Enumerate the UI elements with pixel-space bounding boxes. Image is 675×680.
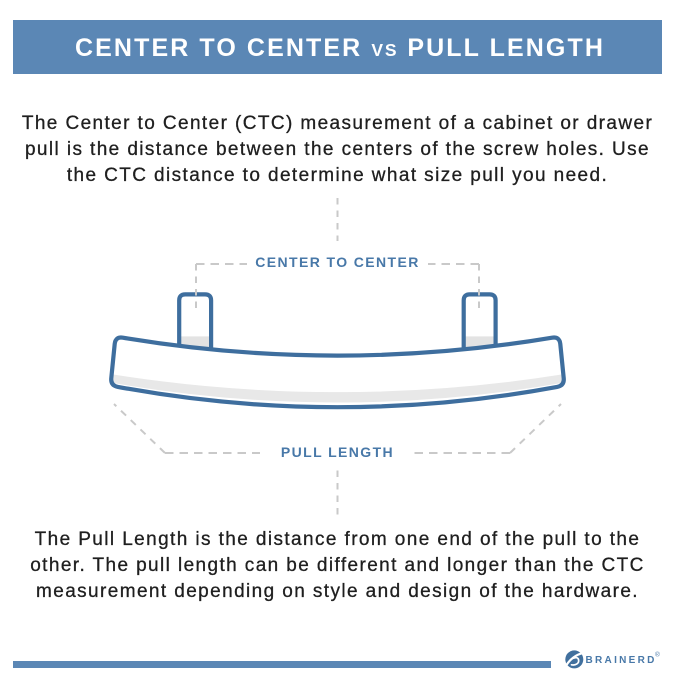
svg-text:®: ®	[655, 651, 660, 659]
svg-text:BRAINERD: BRAINERD	[586, 655, 657, 666]
